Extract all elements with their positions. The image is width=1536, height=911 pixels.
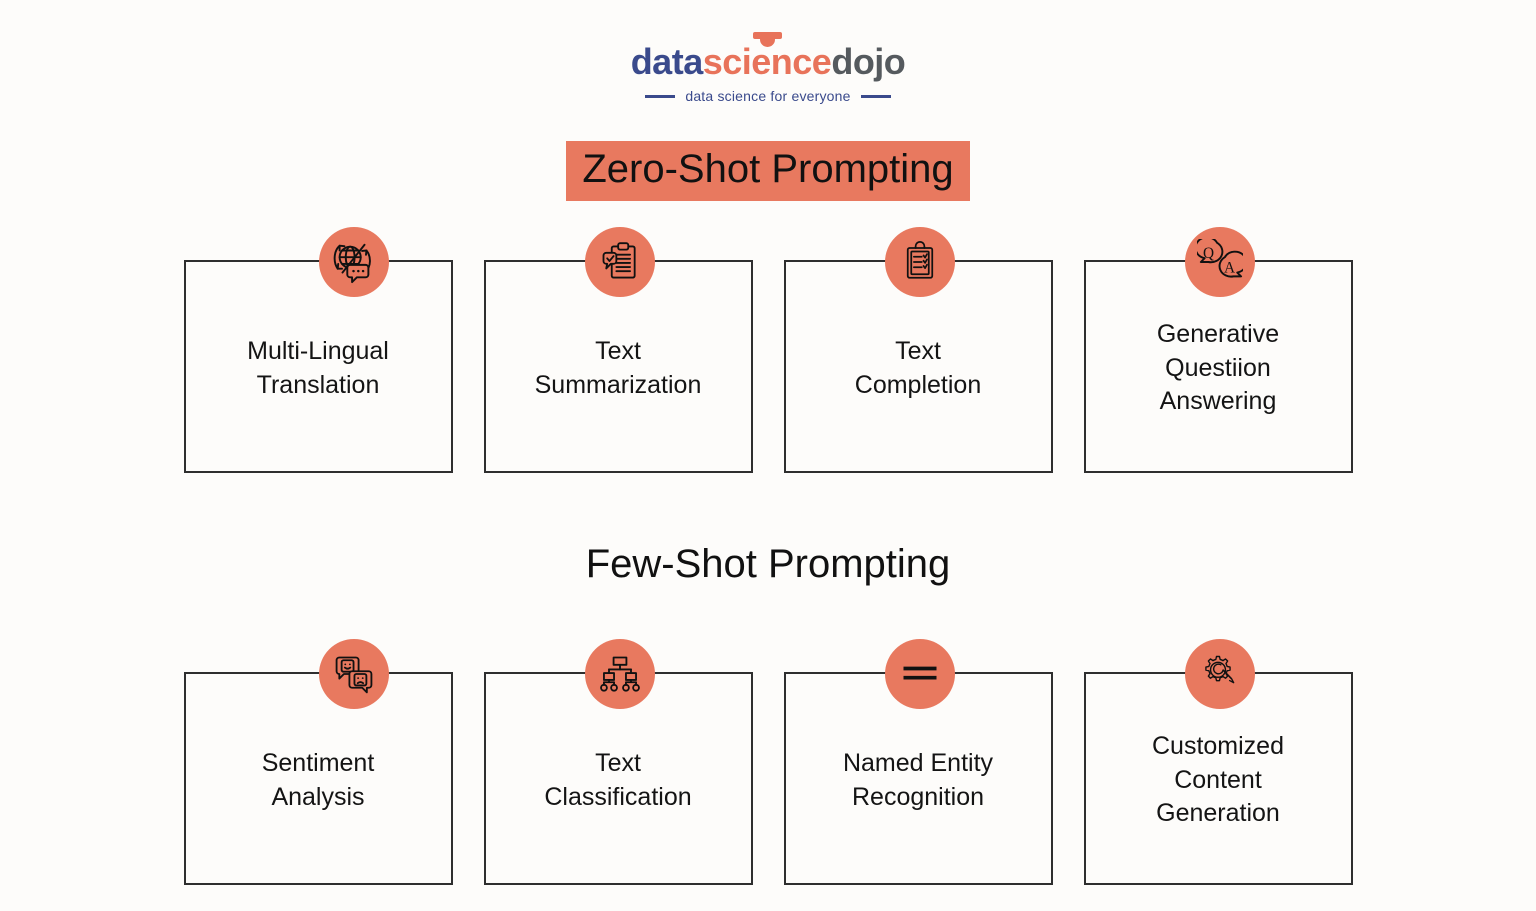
logo-dash-right-icon [860,94,891,98]
gear-wrench-icon [1184,639,1255,709]
clipboard-check-icon [584,227,655,297]
logo-tagline-row: data science for everyone [645,88,891,104]
logo-word-science: science [702,41,832,82]
clipboard-checklist-icon [884,227,955,297]
svg-text:A: A [1224,260,1235,277]
logo-wordmark: datasciencedojo [630,32,906,82]
card-text-summarization[interactable]: Text Summarization [483,227,753,473]
card-named-entity-recognition[interactable]: Named Entity Recognition [783,639,1053,885]
section-heading-zero-shot-text: Zero-Shot Prompting [566,141,970,201]
section-heading-few-shot-text: Few-Shot Prompting [585,542,951,586]
card-row-zero-shot: Multi-Lingual Translation Text Summariza… [0,227,1536,473]
card-row-few-shot: Sentiment Analysis [0,639,1536,885]
section-heading-few-shot: Few-Shot Prompting [0,538,1536,590]
question-answer-bubbles-icon: Q A [1184,227,1255,297]
card-label: Sentiment Analysis [261,748,375,811]
card-multi-lingual-translation[interactable]: Multi-Lingual Translation [183,227,453,473]
double-bar-icon [884,639,955,709]
card-label: Text Summarization [534,336,702,399]
card-label: Text Classification [544,748,692,811]
card-sentiment-analysis[interactable]: Sentiment Analysis [183,639,453,885]
card-customized-content-generation[interactable]: Customized Content Generation [1083,639,1353,885]
card-label: Named Entity Recognition [842,748,994,811]
happy-sad-bubbles-icon [318,639,389,709]
logo-tagline: data science for everyone [685,88,851,104]
logo-figure-head-icon [759,32,775,47]
card-text-classification[interactable]: Text Classification [483,639,753,885]
logo-word-data: data [630,41,704,82]
logo-word-dojo: dojo [831,41,906,82]
svg-text:Q: Q [1202,245,1213,262]
brand-logo: datasciencedojo data science for everyon… [0,32,1536,104]
section-heading-zero-shot: Zero-Shot Prompting [0,141,1536,201]
card-text-completion[interactable]: Text Completion [783,227,1053,473]
card-label: Customized Content Generation [1152,731,1284,828]
card-generative-question-answering[interactable]: Q A Generative Questiion Answering [1083,227,1353,473]
logo-dash-left-icon [645,94,676,98]
hierarchy-tree-icon [584,639,655,709]
card-label: Multi-Lingual Translation [247,336,389,399]
card-label: Text Completion [854,336,982,399]
globe-translate-icon [318,227,389,297]
card-label: Generative Questiion Answering [1156,319,1280,416]
